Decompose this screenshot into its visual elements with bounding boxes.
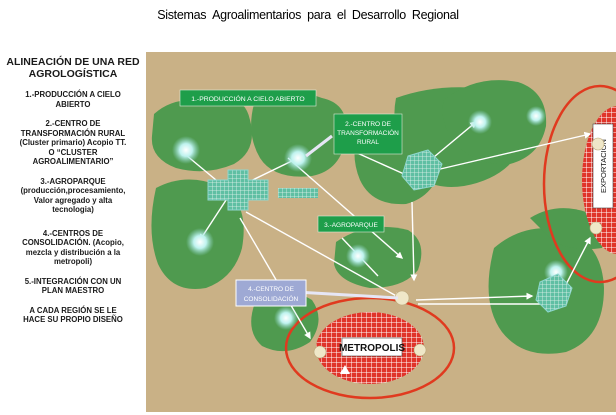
label-centro-line1: 2.-CENTRO DE [345,121,392,128]
label-produccion-box [179,89,317,107]
label-centro-line3: RURAL [357,139,379,146]
label-produccion: 1.-PRODUCCIÓN A CIELO ABIERTO [191,94,304,103]
page-title: Sistemas Agroalimentarios para el Desarr… [157,8,459,22]
label-consolidacion-line2: CONSOLIDACIÓN [244,294,299,303]
label-agroparque-box [317,215,385,233]
agroparque-hub [207,169,269,211]
agroparque-link-bar [278,188,318,198]
callout-lines [295,134,399,300]
sidebar-title: ALINEACIÓN DE UNA RED AGROLOGÍSTICA [6,56,140,80]
secondary-hub [535,273,573,313]
label-centro-box [333,113,403,155]
legend-item-centro-transformacion: 2.-CENTRO DE TRANSFORMACIÓN RURAL (Clust… [19,119,127,166]
consolidation-nodes [313,137,605,359]
metropolis-label: METROPOLIS [339,343,405,354]
legend-item-plan-maestro: 5.-INTEGRACIÓN CON UN PLAN MAESTRO [24,276,122,296]
production-nodes [172,106,568,330]
metropolis-label-box [341,337,403,357]
legend-item-produccion: 1.-PRODUCCIÓN A CIELO ABIERTO [25,90,121,109]
label-consolidacion-box [235,279,307,307]
label-agroparque: 3.-AGROPARQUE [324,222,378,229]
location-marker [340,365,350,374]
label-centro-line2: TRANSFORMACIÓN [337,128,399,137]
legend-item-diseno-regional: A CADA REGIÓN SE LE HACE SU PROPIO DISEÑ… [23,305,123,325]
export-label: EXPORTACION [599,139,608,193]
label-consolidacion-line1: 4.-CENTRO DE [248,286,295,293]
legend-item-centros-consolidacion: 4.-CENTROS DE CONSOLIDACIÓN. (Acopio, me… [22,228,124,267]
sidebar-legend: ALINEACIÓN DE UNA RED AGROLOGÍSTICA 1.-P… [4,56,142,325]
legend-item-agroparque: 3.-AGROPARQUE (producción,procesamiento,… [20,176,126,215]
rural-hub [401,149,443,191]
region-rings [284,84,616,400]
agrologistics-network-diagram: METROPOLIS EXPORTACION [146,52,616,412]
